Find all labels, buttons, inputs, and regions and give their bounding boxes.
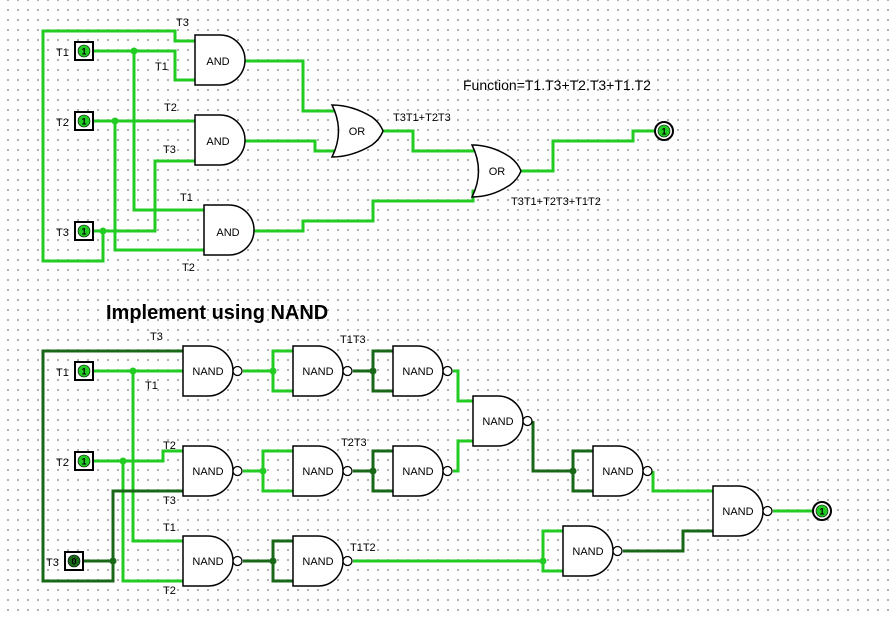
output-pin-bottom: 1 (812, 501, 832, 521)
and-gate-1: AND (194, 34, 246, 86)
pin-value: 1 (81, 457, 86, 467)
wire-label: T3 (176, 17, 189, 29)
function-text: Function=T1.T3+T2.T3+T1.T2 (463, 77, 651, 93)
and-gate-label: AND (206, 56, 229, 68)
nand-gate-label: NAND (602, 466, 633, 478)
nand-gate-label: NAND (402, 466, 433, 478)
pin-label: T2 (56, 117, 69, 129)
input-pin-t2-bottom[interactable]: 1 T2 (56, 451, 94, 471)
wire-label: T2 (163, 440, 176, 452)
wire-label: T1T2 (350, 542, 376, 554)
bottom-wire-labels: T3 T1 T2 T3 T1 T2 T1T3 T2T3 T1T2 (145, 331, 376, 597)
pin-value: 1 (81, 227, 86, 237)
pin-value: 1 (81, 117, 86, 127)
pin-label: T1 (56, 47, 69, 59)
nand-gate-9: NAND (182, 535, 243, 587)
wire-label: T1 (180, 192, 193, 204)
wire-label: T2T3 (341, 437, 367, 449)
wire-label: T3 (163, 144, 176, 156)
pin-label: T3 (46, 557, 59, 569)
and-gate-3: AND (203, 204, 255, 256)
top-wire-labels: T3 T1 T2 T3 T1 T2 T3T1+T2T3 T3T1+T2T3+T1… (155, 17, 601, 274)
nand-gate-label: NAND (302, 366, 333, 378)
output-value: 1 (661, 127, 666, 137)
nand-gate-4: NAND (472, 395, 533, 447)
input-pin-t1-top[interactable]: 1 T1 (56, 41, 94, 61)
nand-gate-3: NAND (392, 345, 453, 397)
pin-value: 0 (71, 557, 76, 567)
wire-label: T3 (150, 331, 163, 343)
and-gate-label: AND (206, 136, 229, 148)
nand-gate-label: NAND (302, 556, 333, 568)
wire-label: T3T1+T2T3+T1T2 (511, 196, 601, 208)
nand-gate-label: NAND (482, 416, 513, 428)
input-pin-t2-top[interactable]: 1 T2 (56, 111, 94, 131)
top-wires (41, 29, 656, 263)
bottom-wires (41, 349, 813, 583)
nand-gate-label: NAND (572, 546, 603, 558)
or-gate-2: OR (470, 144, 522, 198)
pin-label: T3 (56, 227, 69, 239)
nand-gate-5: NAND (182, 445, 243, 497)
pin-value: 1 (81, 367, 86, 377)
wire-label: T1T3 (340, 334, 366, 346)
nand-gate-label: NAND (192, 466, 223, 478)
nand-gate-12: NAND (712, 485, 773, 537)
or-gate-label: OR (349, 126, 366, 138)
pin-value: 1 (81, 47, 86, 57)
wire-label: T1 (145, 380, 158, 392)
junction-dots (99, 47, 577, 565)
nand-gate-8: NAND (592, 445, 653, 497)
and-gate-2: AND (194, 114, 246, 166)
or-gate-label: OR (489, 166, 506, 178)
wire-label: T2 (182, 262, 195, 274)
pin-label: T1 (56, 367, 69, 379)
nand-gate-label: NAND (402, 366, 433, 378)
input-pin-t3-bottom[interactable]: 0 T3 (46, 551, 84, 571)
wire-label: T2 (164, 102, 177, 114)
nand-gate-2: NAND (292, 345, 353, 397)
nand-heading: Implement using NAND (106, 302, 328, 324)
output-value: 1 (819, 507, 824, 517)
input-pin-t3-top[interactable]: 1 T3 (56, 221, 94, 241)
nand-gate-label: NAND (722, 506, 753, 518)
nand-gate-11: NAND (562, 525, 623, 577)
nand-gate-label: NAND (302, 466, 333, 478)
output-pin-top: 1 (654, 121, 674, 141)
pin-label: T2 (56, 457, 69, 469)
wire-label: T1 (163, 522, 176, 534)
wire-label: T3 (163, 495, 176, 507)
and-gate-label: AND (216, 227, 239, 239)
wire-label: T2 (163, 585, 176, 597)
input-pin-t1-bottom[interactable]: 1 T1 (56, 361, 94, 381)
nand-gate-1: NAND (182, 345, 243, 397)
wire-label: T3T1+T2T3 (393, 112, 451, 124)
or-gate-1: OR (330, 104, 384, 158)
nand-gate-label: NAND (192, 366, 223, 378)
nand-gate-label: NAND (192, 556, 223, 568)
nand-gate-10: NAND (292, 535, 353, 587)
nand-gate-6: NAND (292, 445, 353, 497)
nand-gate-7: NAND (392, 445, 453, 497)
wire-label: T1 (155, 61, 168, 73)
